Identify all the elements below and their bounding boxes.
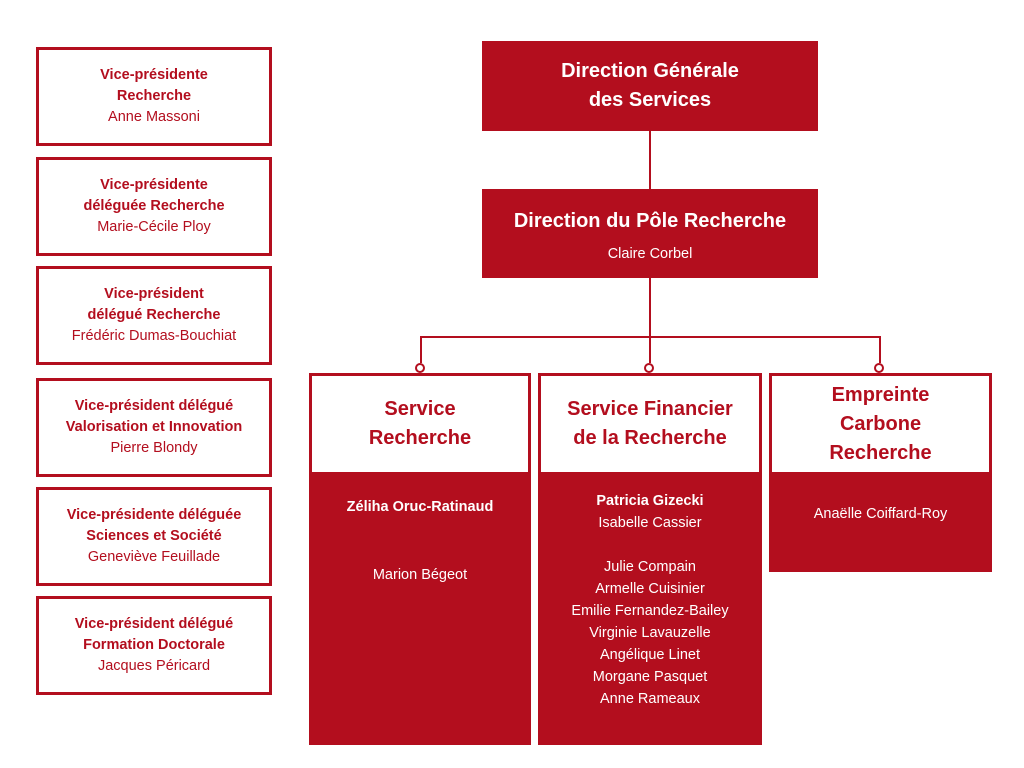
service-title-line: Recherche bbox=[368, 427, 472, 449]
service-deputy: Isabelle Cassier bbox=[598, 515, 702, 531]
service-lead: Zéliha Oruc-Ratinaud bbox=[346, 499, 494, 515]
vp-name: Geneviève Feuillade bbox=[87, 549, 221, 565]
service-recherche-body: Zéliha Oruc-Ratinaud Marion Bégeot bbox=[312, 472, 528, 742]
empreinte-carbone-header: Empreinte Carbone Recherche bbox=[772, 376, 989, 472]
service-financier-header: Service Financier de la Recherche bbox=[541, 376, 759, 472]
member-name: Marion Bégeot bbox=[372, 567, 468, 583]
vp-box-delegate-research: Vice-présidente déléguée Recherche Marie… bbox=[36, 157, 272, 256]
vp-box-sciences-societe: Vice-présidente déléguée Sciences et Soc… bbox=[36, 487, 272, 586]
member-name: Emilie Fernandez-Bailey bbox=[571, 603, 729, 619]
dgs-box: Direction Générale des Services bbox=[482, 41, 818, 131]
vp-box-valorisation: Vice-président délégué Valorisation et I… bbox=[36, 378, 272, 477]
service-financier-body: Patricia Gizecki Isabelle Cassier Julie … bbox=[541, 472, 759, 742]
member-name: Anne Rameaux bbox=[600, 691, 700, 707]
direction-pole-title: Direction du Pôle Recherche bbox=[513, 210, 787, 232]
service-title-line: Service bbox=[384, 398, 456, 420]
service-title-line: Recherche bbox=[829, 441, 932, 464]
vp-title-line: Vice-président délégué bbox=[74, 398, 234, 414]
member-name: Angélique Linet bbox=[600, 647, 700, 663]
connector-dot bbox=[415, 363, 425, 373]
empreinte-carbone-box: Empreinte Carbone Recherche Anaëlle Coif… bbox=[769, 373, 992, 572]
service-title-line: Carbone bbox=[839, 412, 922, 435]
connector-dot bbox=[874, 363, 884, 373]
vp-title-line: Formation Doctorale bbox=[83, 637, 225, 653]
dgs-title-line: Direction Générale bbox=[561, 60, 739, 82]
vp-title-line: Vice-président délégué bbox=[74, 616, 234, 632]
vp-name: Anne Massoni bbox=[108, 109, 200, 125]
connector-pole-down bbox=[649, 277, 651, 337]
vp-title-line: Sciences et Société bbox=[86, 528, 222, 544]
vp-name: Jacques Péricard bbox=[97, 658, 211, 674]
member-name: Anaëlle Coiffard-Roy bbox=[813, 506, 948, 522]
vp-title-line: Vice-présidente bbox=[100, 177, 208, 193]
direction-pole-name: Claire Corbel bbox=[607, 246, 693, 262]
service-title-line: de la Recherche bbox=[573, 427, 727, 449]
vp-box-formation-doctorale: Vice-président délégué Formation Doctora… bbox=[36, 596, 272, 695]
vp-title-line: délégué Recherche bbox=[87, 307, 221, 323]
dgs-title-line: des Services bbox=[588, 89, 712, 111]
service-title-line: Empreinte bbox=[831, 383, 930, 406]
empreinte-carbone-body: Anaëlle Coiffard-Roy bbox=[772, 472, 989, 569]
vp-box-delegate-research-2: Vice-président délégué Recherche Frédéri… bbox=[36, 266, 272, 365]
service-recherche-box: Service Recherche Zéliha Oruc-Ratinaud M… bbox=[309, 373, 531, 745]
member-name: Virginie Lavauzelle bbox=[589, 625, 711, 641]
connector-dot bbox=[644, 363, 654, 373]
vp-title-line: Vice-présidente déléguée bbox=[66, 507, 242, 523]
vp-title-line: Vice-président bbox=[104, 286, 204, 302]
service-recherche-header: Service Recherche bbox=[312, 376, 528, 472]
vp-title-line: Recherche bbox=[116, 88, 192, 104]
member-name: Julie Compain bbox=[604, 559, 696, 575]
vp-name: Marie-Cécile Ploy bbox=[97, 219, 211, 235]
connector-dgs-pole bbox=[649, 130, 651, 190]
member-name: Morgane Pasquet bbox=[592, 669, 708, 685]
member-name: Armelle Cuisinier bbox=[595, 581, 705, 597]
vp-title-line: déléguée Recherche bbox=[83, 198, 225, 214]
direction-pole-box: Direction du Pôle Recherche Claire Corbe… bbox=[482, 189, 818, 278]
vp-title-line: Vice-présidente bbox=[100, 67, 208, 83]
vp-name: Frédéric Dumas-Bouchiat bbox=[71, 328, 237, 344]
connector-empreinte-carbone bbox=[879, 336, 881, 363]
service-lead: Patricia Gizecki bbox=[596, 493, 704, 509]
vp-title-line: Valorisation et Innovation bbox=[65, 419, 243, 435]
service-financier-box: Service Financier de la Recherche Patric… bbox=[538, 373, 762, 745]
service-title-line: Service Financier bbox=[567, 398, 733, 420]
vp-box-research: Vice-présidente Recherche Anne Massoni bbox=[36, 47, 272, 146]
connector-service-financier bbox=[649, 336, 651, 363]
vp-name: Pierre Blondy bbox=[110, 440, 198, 456]
connector-service-recherche bbox=[420, 336, 422, 363]
